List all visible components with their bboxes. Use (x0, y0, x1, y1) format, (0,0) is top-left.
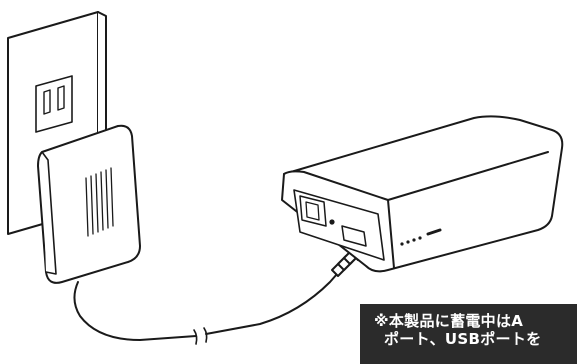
charging-illustration (7, 11, 564, 345)
caption-line-2: ポート、USBポートを (384, 330, 542, 348)
caption-box: ※本製品に蓄電中はA ポート、USBポートを (360, 304, 577, 364)
power-bank-icon (281, 115, 564, 273)
ac-adapter-icon (37, 124, 141, 284)
caption-line-1: ※本製品に蓄電中はA (374, 312, 524, 330)
